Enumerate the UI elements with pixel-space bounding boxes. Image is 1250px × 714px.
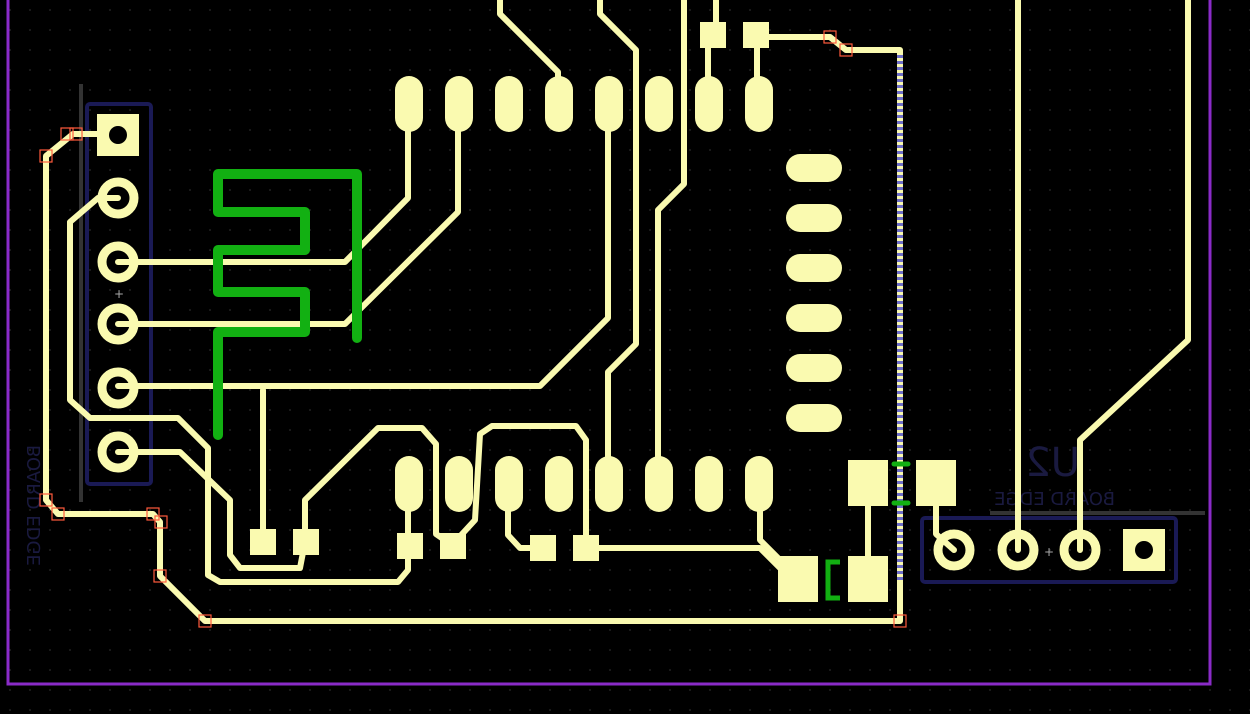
ic-pad <box>545 76 573 132</box>
smd-pad-large <box>778 556 818 602</box>
silk-header-left <box>85 102 153 486</box>
header-pin <box>97 241 139 283</box>
drc-marker <box>69 127 83 141</box>
header-pin <box>97 177 139 219</box>
ic-pad <box>745 456 773 512</box>
smd-pad-large <box>848 460 888 506</box>
drc-marker <box>154 515 168 529</box>
ic-pad <box>645 76 673 132</box>
header-pin <box>97 367 139 409</box>
ic-pad <box>786 204 842 232</box>
header-pin <box>97 303 139 345</box>
smd-pad <box>700 22 726 48</box>
board-outline <box>6 0 1212 686</box>
ic-pad <box>786 304 842 332</box>
ic-pad <box>495 76 523 132</box>
left-header-pins: + <box>97 114 139 473</box>
smd-pad <box>440 533 466 559</box>
silk-header-right <box>920 516 1178 584</box>
ic-pad <box>695 456 723 512</box>
origin-cross: + <box>114 287 124 301</box>
ic-pad <box>786 404 842 432</box>
ic-pad <box>645 456 673 512</box>
header-pin-hole <box>1135 541 1153 559</box>
ic-pad <box>745 76 773 132</box>
smd-pad-large <box>848 556 888 602</box>
ic-pad <box>695 76 723 132</box>
header-pin <box>97 431 139 473</box>
drc-marker <box>146 507 160 521</box>
copper-traces <box>43 0 1191 624</box>
ic-pad <box>395 456 423 512</box>
smd-pad <box>530 535 556 561</box>
drc-marker <box>839 43 853 57</box>
green-bracket <box>825 559 840 601</box>
ic-pad <box>595 76 623 132</box>
drc-marker <box>823 30 837 44</box>
ic-pad <box>786 154 842 182</box>
drc-marker <box>39 493 53 507</box>
smd-pad <box>397 533 423 559</box>
header-pin <box>997 529 1039 571</box>
board-edge-label-left: BOARD EDGE <box>24 445 45 566</box>
smd-pad-large <box>916 460 956 506</box>
drc-marker <box>39 149 53 163</box>
u2-designator: U2 <box>1025 440 1080 486</box>
ic-pad <box>545 456 573 512</box>
drc-markers <box>39 30 907 628</box>
drc-marker <box>893 614 907 628</box>
ic-pad <box>445 76 473 132</box>
ic-pad <box>595 456 623 512</box>
ic-pad <box>786 354 842 382</box>
ic-top-pad-row <box>395 76 773 132</box>
ic-pad <box>395 76 423 132</box>
board-edge-label-right: BOARD EDGE <box>994 489 1115 510</box>
drc-marker <box>198 614 212 628</box>
drc-marker <box>153 569 167 583</box>
right-header-pins: + <box>933 529 1165 571</box>
drc-marker <box>60 127 74 141</box>
ic-side-pad-column <box>786 154 842 432</box>
ic-bottom-pad-row <box>395 456 773 512</box>
ic-pad <box>495 456 523 512</box>
header-pin <box>1059 529 1101 571</box>
smd-pads <box>250 22 956 602</box>
meander-antenna <box>213 169 362 440</box>
smd-pad <box>743 22 769 48</box>
ic-pad <box>786 254 842 282</box>
ic-pad <box>445 456 473 512</box>
drc-marker <box>51 507 65 521</box>
header-pin <box>933 529 975 571</box>
smd-pad <box>293 529 319 555</box>
smd-pad <box>573 535 599 561</box>
origin-cross: + <box>1044 545 1054 559</box>
smd-pad <box>250 529 276 555</box>
header-pin-hole <box>109 126 127 144</box>
